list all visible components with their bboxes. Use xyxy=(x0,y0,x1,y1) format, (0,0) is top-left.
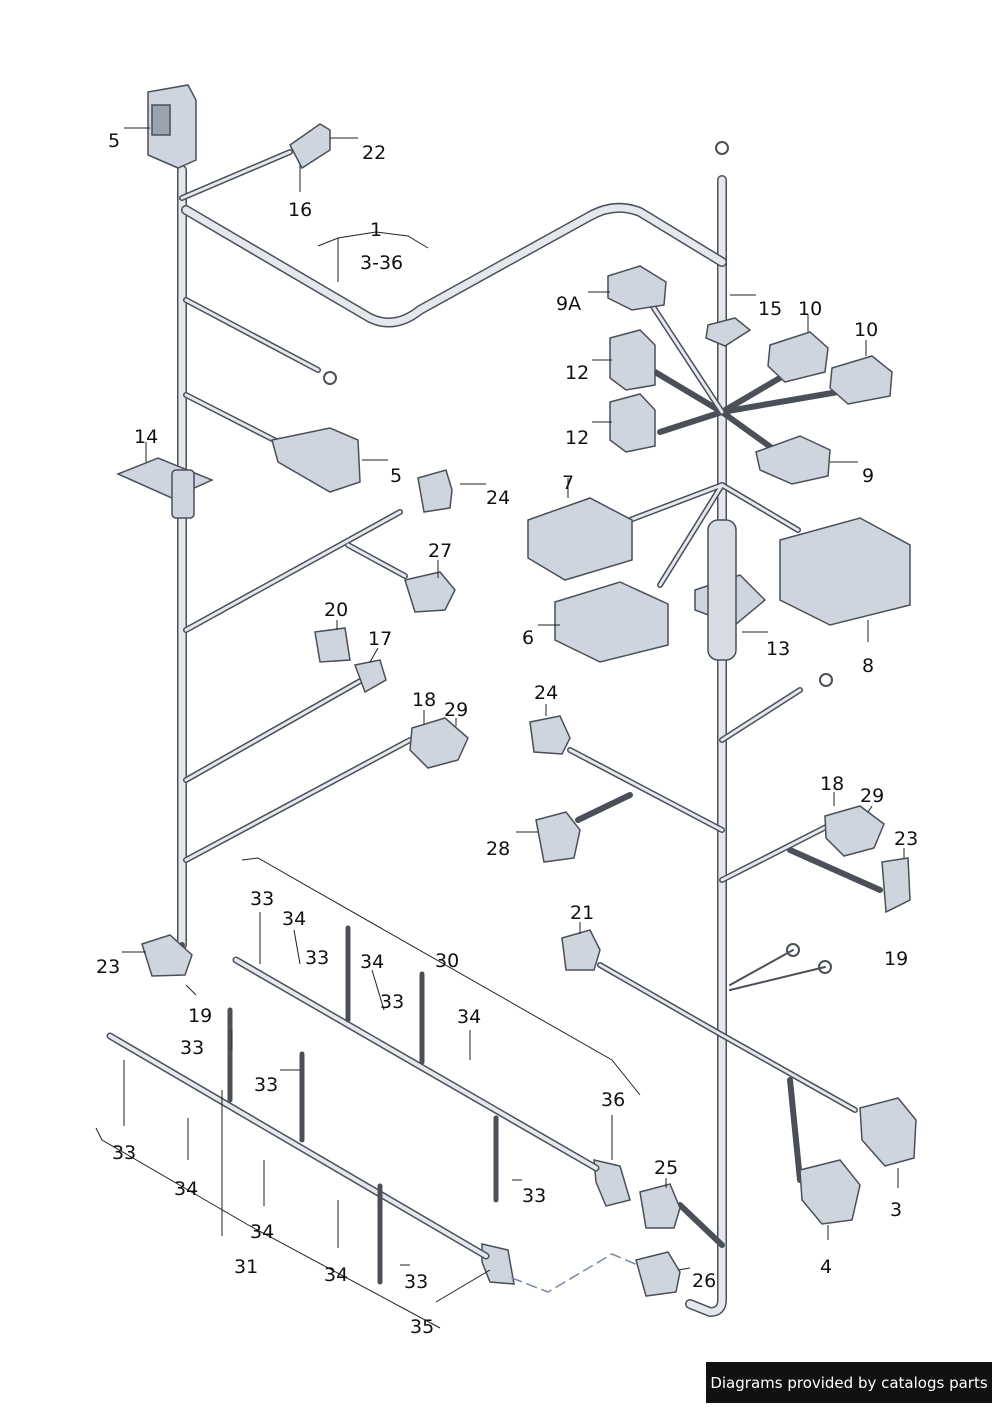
callout-label: 18 xyxy=(820,773,844,795)
callout-label: 10 xyxy=(798,298,822,320)
callout-label: 9 xyxy=(862,465,874,487)
callout-label: 13 xyxy=(766,638,790,660)
callout-label: 34 xyxy=(360,951,384,973)
sensor-harness xyxy=(106,925,641,1293)
connector-28 xyxy=(535,811,581,863)
callout-label: 12 xyxy=(565,427,589,449)
callout-label: 21 xyxy=(570,902,594,924)
callout-label: 31 xyxy=(234,1256,258,1278)
callout-label: 23 xyxy=(96,956,120,978)
callout-label: 3-36 xyxy=(360,252,403,274)
callout-label: 4 xyxy=(820,1256,832,1278)
callout-label: 34 xyxy=(324,1264,348,1286)
callout-label: 33 xyxy=(254,1074,278,1096)
callout-label: 5 xyxy=(108,130,120,152)
callout-label: 10 xyxy=(854,319,878,341)
callout-label: 14 xyxy=(134,426,158,448)
callout-label: 33 xyxy=(250,888,274,910)
bracket-9 xyxy=(755,435,831,485)
wiring-harness xyxy=(175,141,883,1317)
attribution-banner: Diagrams provided by catalogs parts xyxy=(706,1362,992,1403)
grommet-15 xyxy=(705,317,752,347)
callout-label: 5 xyxy=(390,465,402,487)
connector-22 xyxy=(289,123,331,170)
callout-label: 24 xyxy=(486,487,510,509)
connector-23-right xyxy=(881,857,911,914)
connector-18-29 xyxy=(409,717,469,769)
callout-label: 18 xyxy=(412,689,436,711)
callout-label: 9A xyxy=(556,293,581,315)
relay-carrier-8 xyxy=(779,517,911,626)
module-35 xyxy=(481,1243,515,1285)
connector-18-29-right xyxy=(824,805,885,857)
callout-label: 24 xyxy=(534,682,558,704)
plate-14 xyxy=(116,457,214,499)
callout-label: 33 xyxy=(180,1037,204,1059)
connector-3 xyxy=(859,1097,917,1167)
callout-labels: 5 22 16 1 3-36 9A 15 10 10 12 12 14 5 24… xyxy=(96,130,918,1338)
connector-12-a xyxy=(609,329,656,391)
connector-9a xyxy=(607,265,667,311)
callout-label: 33 xyxy=(305,947,329,969)
fuse-box-6 xyxy=(554,581,669,663)
callout-label: 6 xyxy=(522,627,534,649)
callout-label: 26 xyxy=(692,1270,716,1292)
callout-label: 19 xyxy=(884,948,908,970)
connector-12-b xyxy=(609,393,656,453)
callout-label: 1 xyxy=(370,219,382,241)
callout-label: 17 xyxy=(368,628,392,650)
connector-23-left xyxy=(141,934,193,977)
trunk-right xyxy=(685,175,727,1317)
connector-10-b xyxy=(829,355,893,405)
callout-label: 23 xyxy=(894,828,918,850)
connector-17 xyxy=(353,659,387,694)
connector-26 xyxy=(635,1251,681,1297)
components xyxy=(116,84,917,1297)
connector-4 xyxy=(799,1159,861,1225)
leader-lines xyxy=(95,127,905,1329)
callout-label: 28 xyxy=(486,838,510,860)
callout-label: 22 xyxy=(362,142,386,164)
callout-label: 7 xyxy=(562,472,574,494)
callout-label: 8 xyxy=(862,655,874,677)
callout-label: 34 xyxy=(457,1006,481,1028)
callout-label: 33 xyxy=(380,991,404,1013)
callout-label: 34 xyxy=(250,1221,274,1243)
callout-label: 33 xyxy=(522,1185,546,1207)
connector-21 xyxy=(561,929,601,971)
callout-label: 33 xyxy=(112,1142,136,1164)
callout-label: 34 xyxy=(174,1178,198,1200)
callout-label: 34 xyxy=(282,908,306,930)
callout-label: 36 xyxy=(601,1089,625,1111)
callout-label: 29 xyxy=(860,785,884,807)
callout-label: 30 xyxy=(435,950,459,972)
callout-label: 35 xyxy=(410,1316,434,1338)
callout-label: 20 xyxy=(324,599,348,621)
housing-5-mid xyxy=(271,427,361,493)
callout-label: 12 xyxy=(565,362,589,384)
fuse-box-7 xyxy=(527,497,633,581)
callout-label: 25 xyxy=(654,1157,678,1179)
connector-20 xyxy=(314,627,351,663)
callout-label: 19 xyxy=(188,1005,212,1027)
callout-label: 29 xyxy=(444,699,468,721)
callout-label: 3 xyxy=(890,1199,902,1221)
callout-label: 16 xyxy=(288,199,312,221)
connector-24-right xyxy=(529,715,571,755)
connector-27 xyxy=(404,571,456,613)
dash-link xyxy=(511,1253,641,1293)
callout-label: 15 xyxy=(758,298,782,320)
connector-10-a xyxy=(767,331,829,383)
module-36 xyxy=(593,1159,631,1207)
connector-25 xyxy=(639,1183,681,1229)
callout-label: 27 xyxy=(428,540,452,562)
callout-label: 33 xyxy=(404,1271,428,1293)
connector-24 xyxy=(417,469,453,513)
